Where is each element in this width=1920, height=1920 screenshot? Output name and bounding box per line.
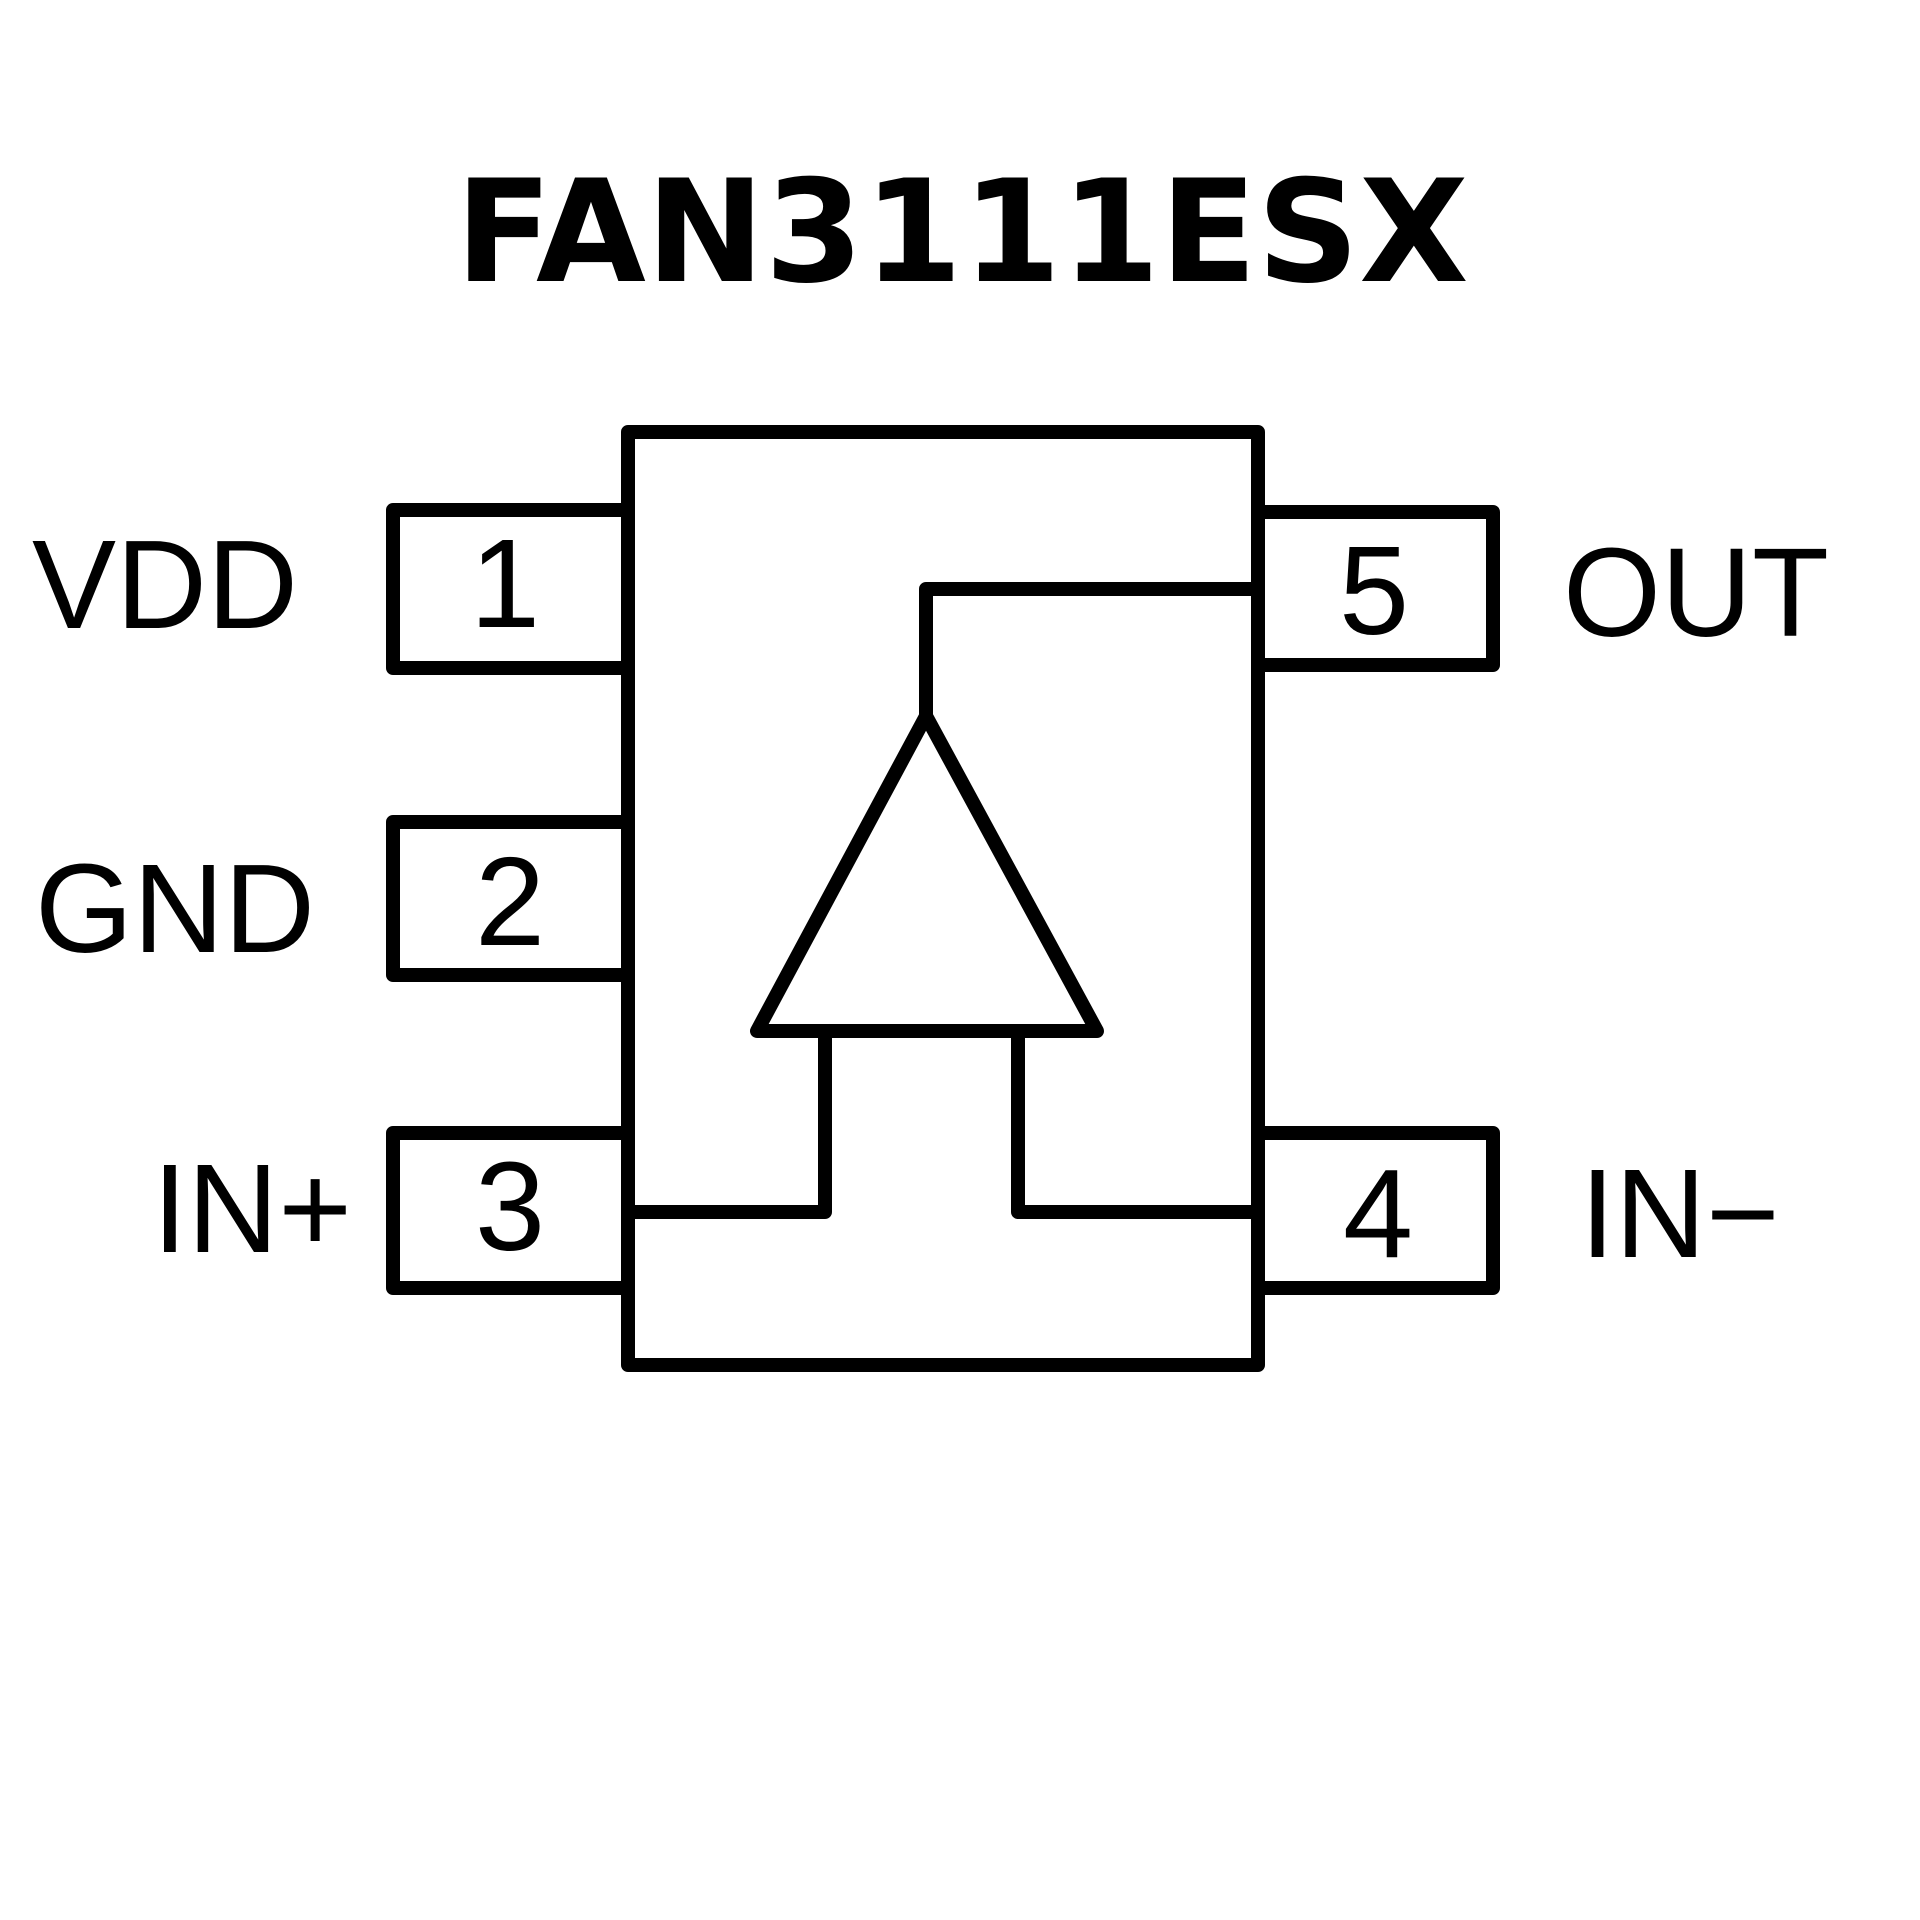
pin-3-lead bbox=[386, 1126, 635, 1295]
noninverting-input-wire bbox=[621, 1024, 832, 1219]
pin-5-number: 5 bbox=[1339, 520, 1409, 661]
pin-1-number: 1 bbox=[470, 513, 540, 654]
pin-1: 1 VDD bbox=[32, 503, 635, 675]
inverting-input-wire bbox=[1011, 1024, 1265, 1219]
pin-2-number: 2 bbox=[475, 831, 545, 972]
pin-5-label: OUT bbox=[1563, 522, 1829, 663]
pin-3: 3 IN+ bbox=[152, 1126, 635, 1295]
pin-4-lead bbox=[1251, 1126, 1500, 1295]
pin-4-number: 4 bbox=[1343, 1143, 1413, 1284]
pin-4-label: IN− bbox=[1580, 1143, 1780, 1284]
pin-1-label: VDD bbox=[32, 514, 298, 655]
output-wire bbox=[919, 582, 1265, 723]
pin-2-lead bbox=[386, 815, 635, 982]
chip-body bbox=[621, 425, 1265, 1372]
pin-1-lead bbox=[386, 503, 635, 675]
pin-5-lead bbox=[1251, 505, 1500, 672]
pin-2: 2 GND bbox=[35, 815, 635, 982]
pin-5: 5 OUT bbox=[1251, 505, 1829, 672]
pin-2-label: GND bbox=[35, 838, 315, 979]
pin-3-label: IN+ bbox=[152, 1138, 352, 1279]
pin-4: 4 IN− bbox=[1251, 1126, 1780, 1295]
amplifier-triangle-icon bbox=[750, 709, 1104, 1038]
pin-3-number: 3 bbox=[475, 1136, 545, 1277]
part-number-title: FAN3111ESX bbox=[455, 150, 1468, 315]
